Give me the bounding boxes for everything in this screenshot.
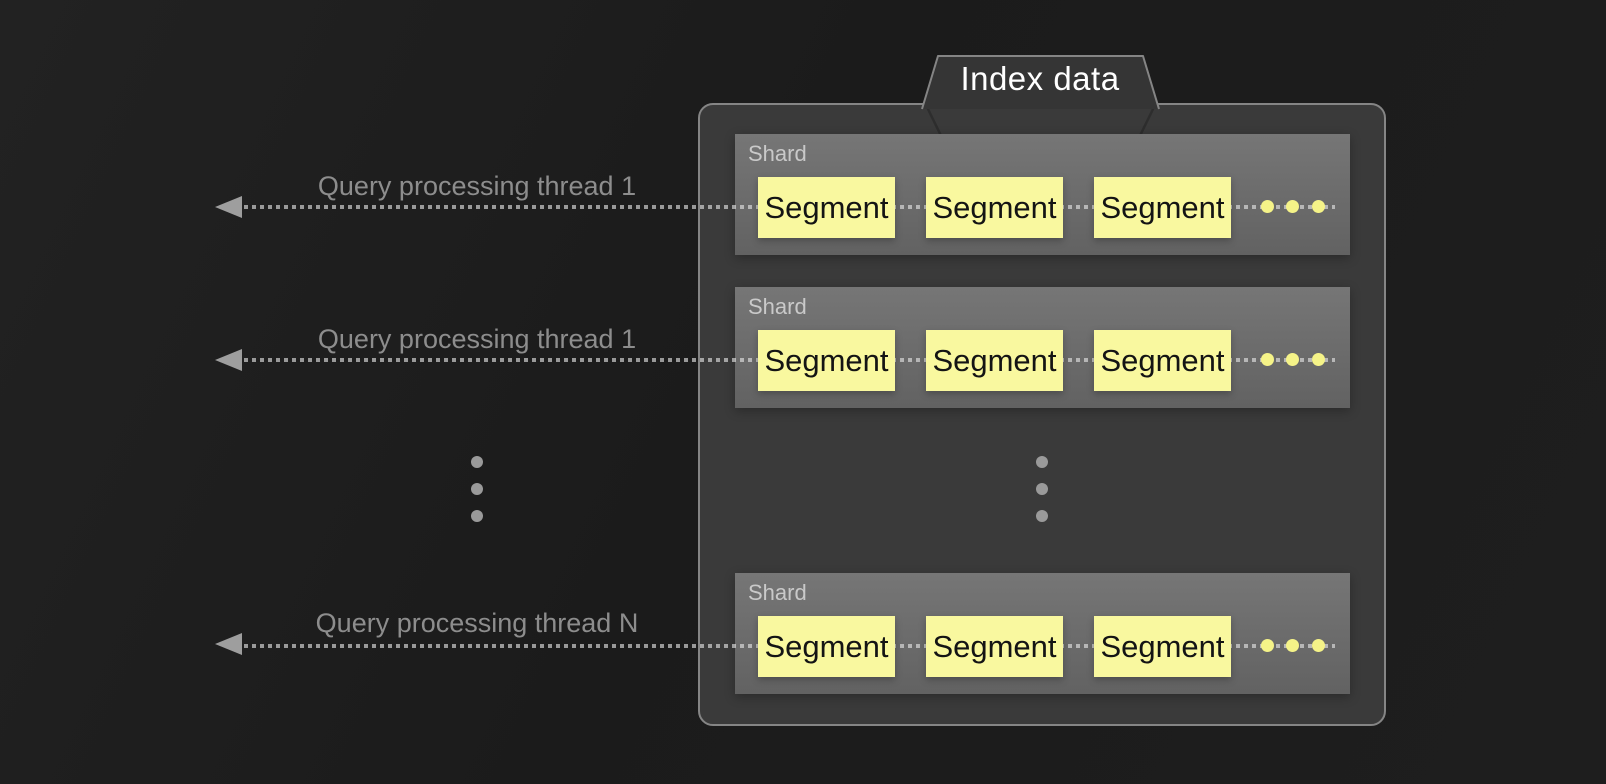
more-segments-dot-icon: [1312, 639, 1325, 652]
ellipsis-dot: [1036, 456, 1048, 468]
thread-label-n: Query processing thread N: [315, 608, 639, 638]
segment-box: Segment: [926, 330, 1063, 391]
shard-label: Shard: [748, 141, 807, 166]
more-segments-dot-icon: [1286, 639, 1299, 652]
more-segments-dot-icon: [1261, 200, 1274, 213]
tab-label: Index data: [960, 60, 1120, 97]
shard-box-2: Shard Segment Segment Segment: [244, 287, 1350, 408]
ellipsis-dot: [471, 483, 483, 495]
thread-label-1: Query processing thread 1: [317, 171, 637, 201]
ellipsis-dot: [1036, 483, 1048, 495]
arrow-left-icon: [215, 633, 242, 655]
vertical-ellipsis-threads-icon: [471, 456, 483, 522]
more-segments-dot-icon: [1312, 200, 1325, 213]
more-segments-dot-icon: [1312, 353, 1325, 366]
shard-box-n: Shard Segment Segment Segment: [244, 573, 1350, 694]
ellipsis-dot: [471, 510, 483, 522]
shard-box-1: Shard Segment Segment Segment: [244, 134, 1350, 255]
segment-box: Segment: [758, 177, 895, 238]
more-segments-dot-icon: [1286, 200, 1299, 213]
ellipsis-dot: [1036, 510, 1048, 522]
segment-box: Segment: [758, 616, 895, 677]
segment-box: Segment: [1094, 177, 1231, 238]
arrow-left-icon: [215, 196, 242, 218]
segment-box: Segment: [926, 177, 1063, 238]
more-segments-dot-icon: [1286, 353, 1299, 366]
segment-box: Segment: [926, 616, 1063, 677]
more-segments-dot-icon: [1261, 353, 1274, 366]
segment-box: Segment: [758, 330, 895, 391]
arrow-left-icon: [215, 349, 242, 371]
shard-label: Shard: [748, 580, 807, 605]
segment-box: Segment: [1094, 616, 1231, 677]
segment-box: Segment: [1094, 330, 1231, 391]
more-segments-dot-icon: [1261, 639, 1274, 652]
thread-label-2: Query processing thread 1: [317, 324, 637, 354]
ellipsis-dot: [471, 456, 483, 468]
vertical-ellipsis-shards-icon: [1036, 456, 1048, 522]
shard-label: Shard: [748, 294, 807, 319]
